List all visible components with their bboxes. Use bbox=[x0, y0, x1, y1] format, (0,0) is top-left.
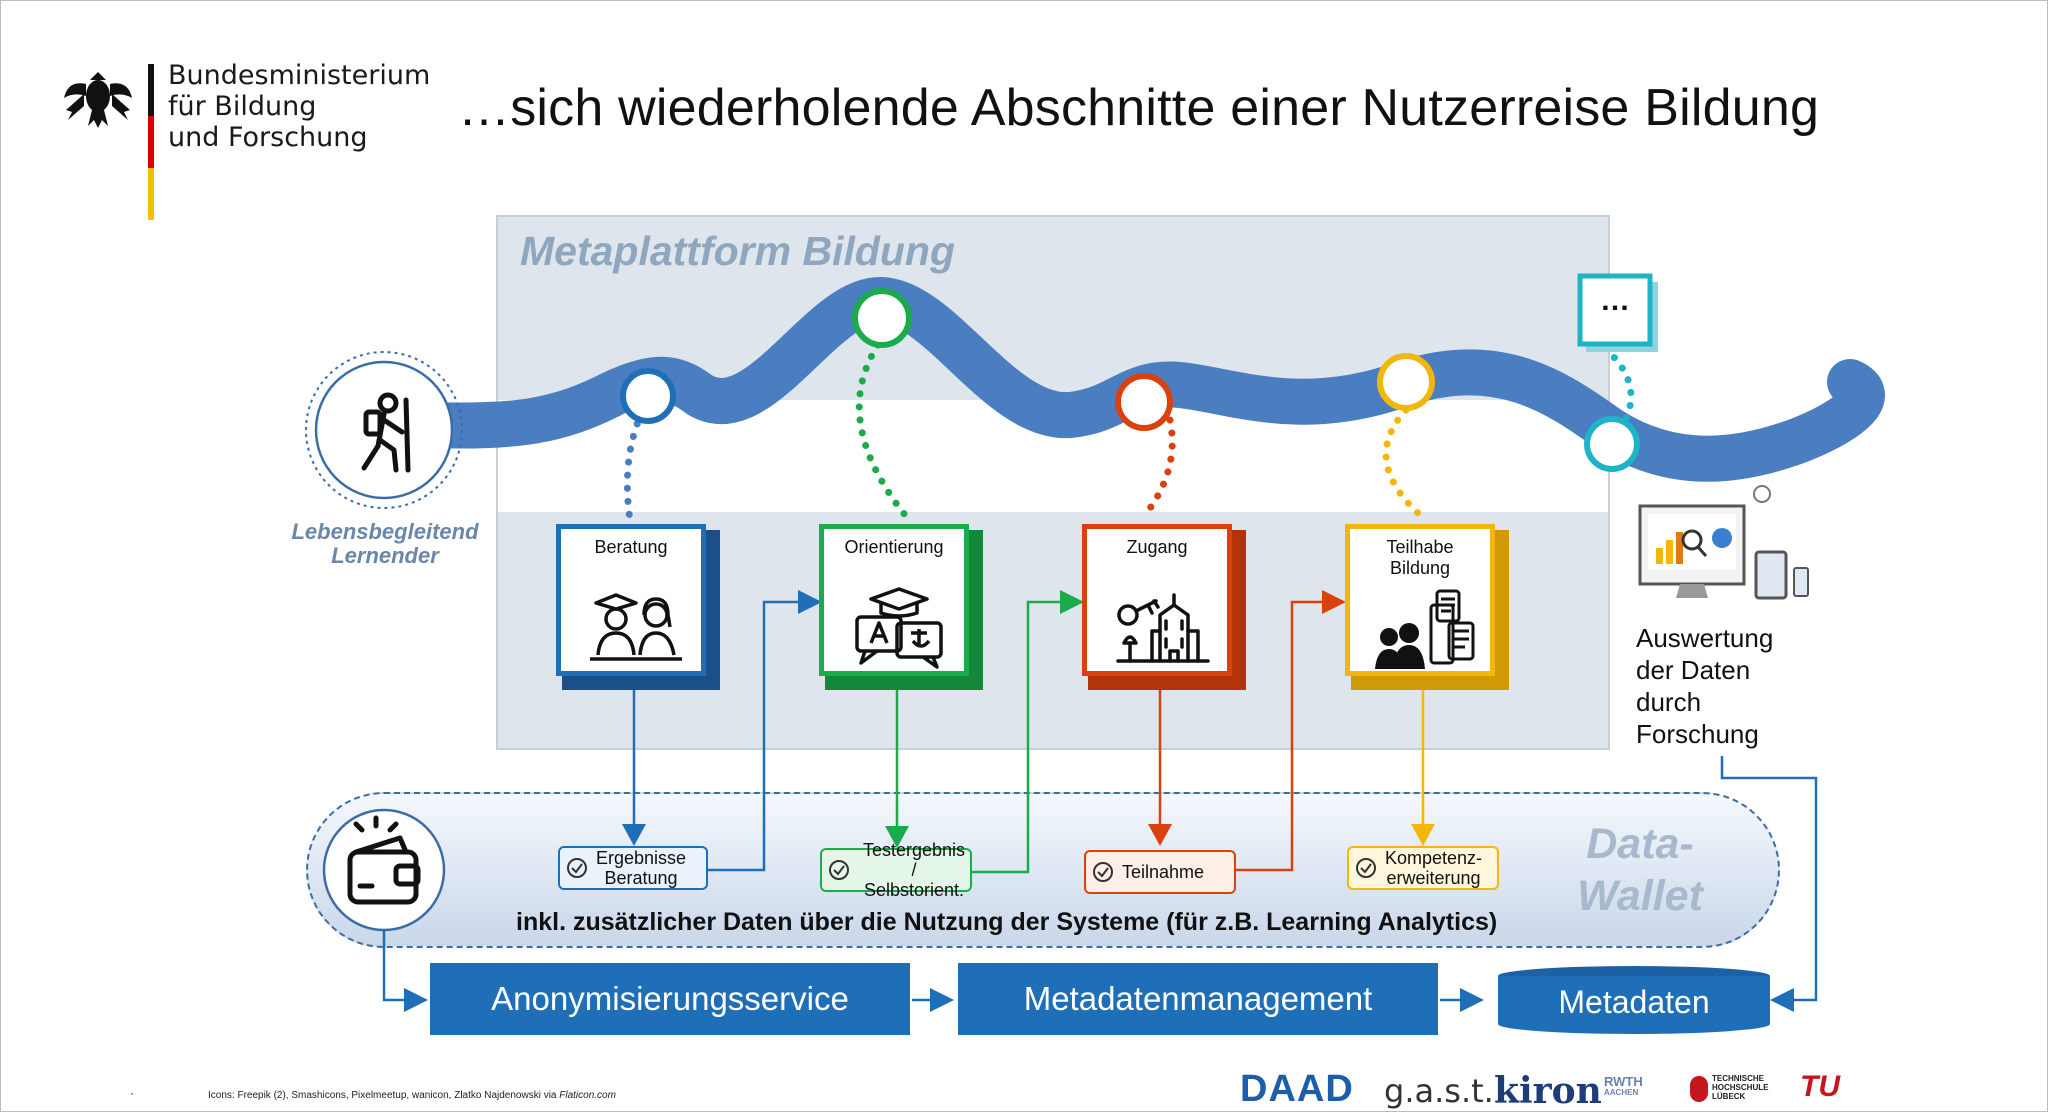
stage-dot-teilhabe bbox=[1377, 353, 1435, 411]
thl-logo-mark bbox=[1690, 1076, 1708, 1102]
rwth-line-1: RWTH bbox=[1604, 1074, 1643, 1089]
credit-bullet: · bbox=[130, 1086, 134, 1100]
rwth-logo: RWTH AACHEN bbox=[1604, 1074, 1643, 1098]
data-wallet-band bbox=[306, 792, 1780, 948]
metadaten-label: Metadaten bbox=[1558, 984, 1710, 1020]
hiker-icon bbox=[361, 392, 411, 473]
federal-eagle-icon bbox=[64, 64, 154, 220]
gast-logo: g.a.s.t. bbox=[1384, 1072, 1494, 1110]
stage-box-beratung: Beratung bbox=[556, 524, 706, 676]
stage-label-beratung: Beratung bbox=[594, 537, 668, 557]
wallet-circle bbox=[322, 808, 446, 932]
check-badge-icon bbox=[1356, 858, 1376, 878]
thl-line-2: HOCHSCHULE bbox=[1712, 1083, 1769, 1092]
ministry-line-1: Bundesministerium bbox=[168, 60, 431, 91]
research-line-2: der Daten bbox=[1636, 655, 1751, 685]
kiron-logo: kiron bbox=[1494, 1070, 1602, 1112]
key-building-icon bbox=[1116, 593, 1210, 663]
stage-dot-orientierung bbox=[852, 288, 912, 348]
stage-label-teilhabe-line-2: Bildung bbox=[1389, 558, 1451, 578]
result-pill-zugang: Teilnahme bbox=[1084, 850, 1236, 894]
learner-circle bbox=[314, 360, 454, 500]
stage-label-teilhabe: Teilhabe Bildung bbox=[1350, 537, 1490, 579]
result-orientierung-line-1: Testergebnis / bbox=[862, 840, 966, 880]
check-badge-icon bbox=[1093, 862, 1113, 882]
result-text-orientierung: Testergebnis / Selbstorient. bbox=[858, 840, 970, 900]
stage-dot-beratung bbox=[620, 368, 676, 424]
bmbf-logo bbox=[60, 58, 420, 228]
research-line-1: Auswertung bbox=[1636, 623, 1774, 653]
ministry-name: Bundesministerium für Bildung und Forsch… bbox=[168, 60, 430, 153]
daad-logo: DAAD bbox=[1240, 1068, 1354, 1110]
check-badge-icon bbox=[567, 858, 587, 878]
result-beratung-line-2: Beratung bbox=[604, 868, 678, 888]
stage-label-teilhabe-line-1: Teilhabe bbox=[1386, 537, 1454, 557]
result-pill-orientierung: Testergebnis / Selbstorient. bbox=[820, 840, 972, 900]
stage-box-orientierung: Orientierung bbox=[819, 524, 969, 676]
counseling-people-icon bbox=[590, 593, 682, 661]
metadata-management-box: Metadatenmanagement bbox=[958, 963, 1438, 1035]
result-text-beratung: Ergebnisse Beratung bbox=[596, 848, 686, 888]
ministry-line-2: für Bildung bbox=[168, 91, 317, 122]
analytics-devices-icon bbox=[1638, 485, 1809, 600]
result-beratung-line-1: Ergebnisse bbox=[596, 848, 687, 868]
stage-to-result-arrows bbox=[632, 688, 1425, 832]
tu-logo: TU bbox=[1800, 1070, 1840, 1103]
research-to-metadaten-line bbox=[1720, 756, 1818, 1002]
icons-credit-source: Flaticon.com bbox=[559, 1090, 616, 1101]
learner-label-line-2: Lernender bbox=[331, 543, 439, 568]
result-to-next-stage-arrows bbox=[708, 600, 1330, 874]
connector-orientierung bbox=[855, 341, 909, 519]
ministry-line-3: und Forschung bbox=[168, 122, 368, 153]
result-pill-beratung: Ergebnisse Beratung bbox=[558, 846, 708, 890]
learner-outer-ring bbox=[305, 351, 463, 509]
rwth-line-2: AACHEN bbox=[1604, 1088, 1639, 1097]
connector-teilhabe bbox=[1382, 406, 1424, 519]
result-teilhabe-line-1: Kompetenz- bbox=[1385, 848, 1483, 868]
connector-zugang bbox=[1141, 416, 1176, 519]
wallet-title-line-2: Wallet bbox=[1577, 872, 1703, 920]
thl-line-3: LÜBECK bbox=[1712, 1092, 1746, 1101]
anonymization-service-box: Anonymisierungsservice bbox=[430, 963, 910, 1035]
thl-line-1: TECHNISCHE bbox=[1712, 1074, 1765, 1083]
stage-box-zugang: Zugang bbox=[1082, 524, 1232, 676]
arrowheads-right bbox=[798, 590, 1346, 614]
wallet-to-anonymization-line bbox=[382, 930, 410, 1002]
stage-dot-more bbox=[1584, 416, 1640, 472]
research-text: Auswertung der Daten durch Forschung bbox=[1636, 622, 1773, 750]
wallet-title-line-1: Data- bbox=[1586, 820, 1694, 868]
research-line-3: durch bbox=[1636, 687, 1702, 717]
arrowheads-down bbox=[622, 824, 1435, 848]
learner-label-line-1: Lebensbegleitend bbox=[291, 519, 479, 544]
thl-logo: TECHNISCHE HOCHSCHULE LÜBECK bbox=[1712, 1074, 1768, 1101]
result-teilhabe-line-2: erweiterung bbox=[1386, 868, 1481, 888]
wallet-note: inkl. zusätzlicher Daten über die Nutzun… bbox=[516, 908, 1498, 936]
icons-credit-text: Icons: Freepik (2), Smashicons, Pixelmee… bbox=[208, 1090, 560, 1101]
data-wallet-title: Data- Wallet bbox=[1555, 818, 1725, 922]
metadaten-cylinder-bottom bbox=[1498, 1014, 1770, 1034]
participation-people-icon bbox=[1375, 589, 1475, 669]
wallet-icon bbox=[347, 815, 421, 905]
research-line-4: Forschung bbox=[1636, 719, 1759, 749]
stage-dot-zugang bbox=[1115, 373, 1173, 431]
result-orientierung-line-2: Selbstorient. bbox=[863, 880, 965, 900]
learner-label: Lebensbegleitend Lernender bbox=[270, 520, 500, 568]
result-pill-teilhabe: Kompetenz- erweiterung bbox=[1347, 846, 1499, 890]
result-text-teilhabe: Kompetenz- erweiterung bbox=[1385, 848, 1482, 888]
stage-label-orientierung: Orientierung bbox=[844, 537, 944, 557]
more-stages-label: … bbox=[1600, 284, 1630, 317]
slide-title: …sich wiederholende Abschnitte einer Nut… bbox=[458, 79, 1820, 137]
translation-chat-icon bbox=[855, 587, 943, 669]
more-box bbox=[1577, 273, 1653, 347]
platform-title: Metaplattform Bildung bbox=[520, 228, 956, 274]
icons-credit: Icons: Freepik (2), Smashicons, Pixelmee… bbox=[208, 1090, 616, 1101]
result-text-zugang: Teilnahme bbox=[1122, 862, 1205, 882]
stage-box-teilhabe: Teilhabe Bildung bbox=[1345, 524, 1495, 676]
stage-label-zugang: Zugang bbox=[1126, 537, 1188, 557]
check-badge-icon bbox=[829, 860, 849, 880]
